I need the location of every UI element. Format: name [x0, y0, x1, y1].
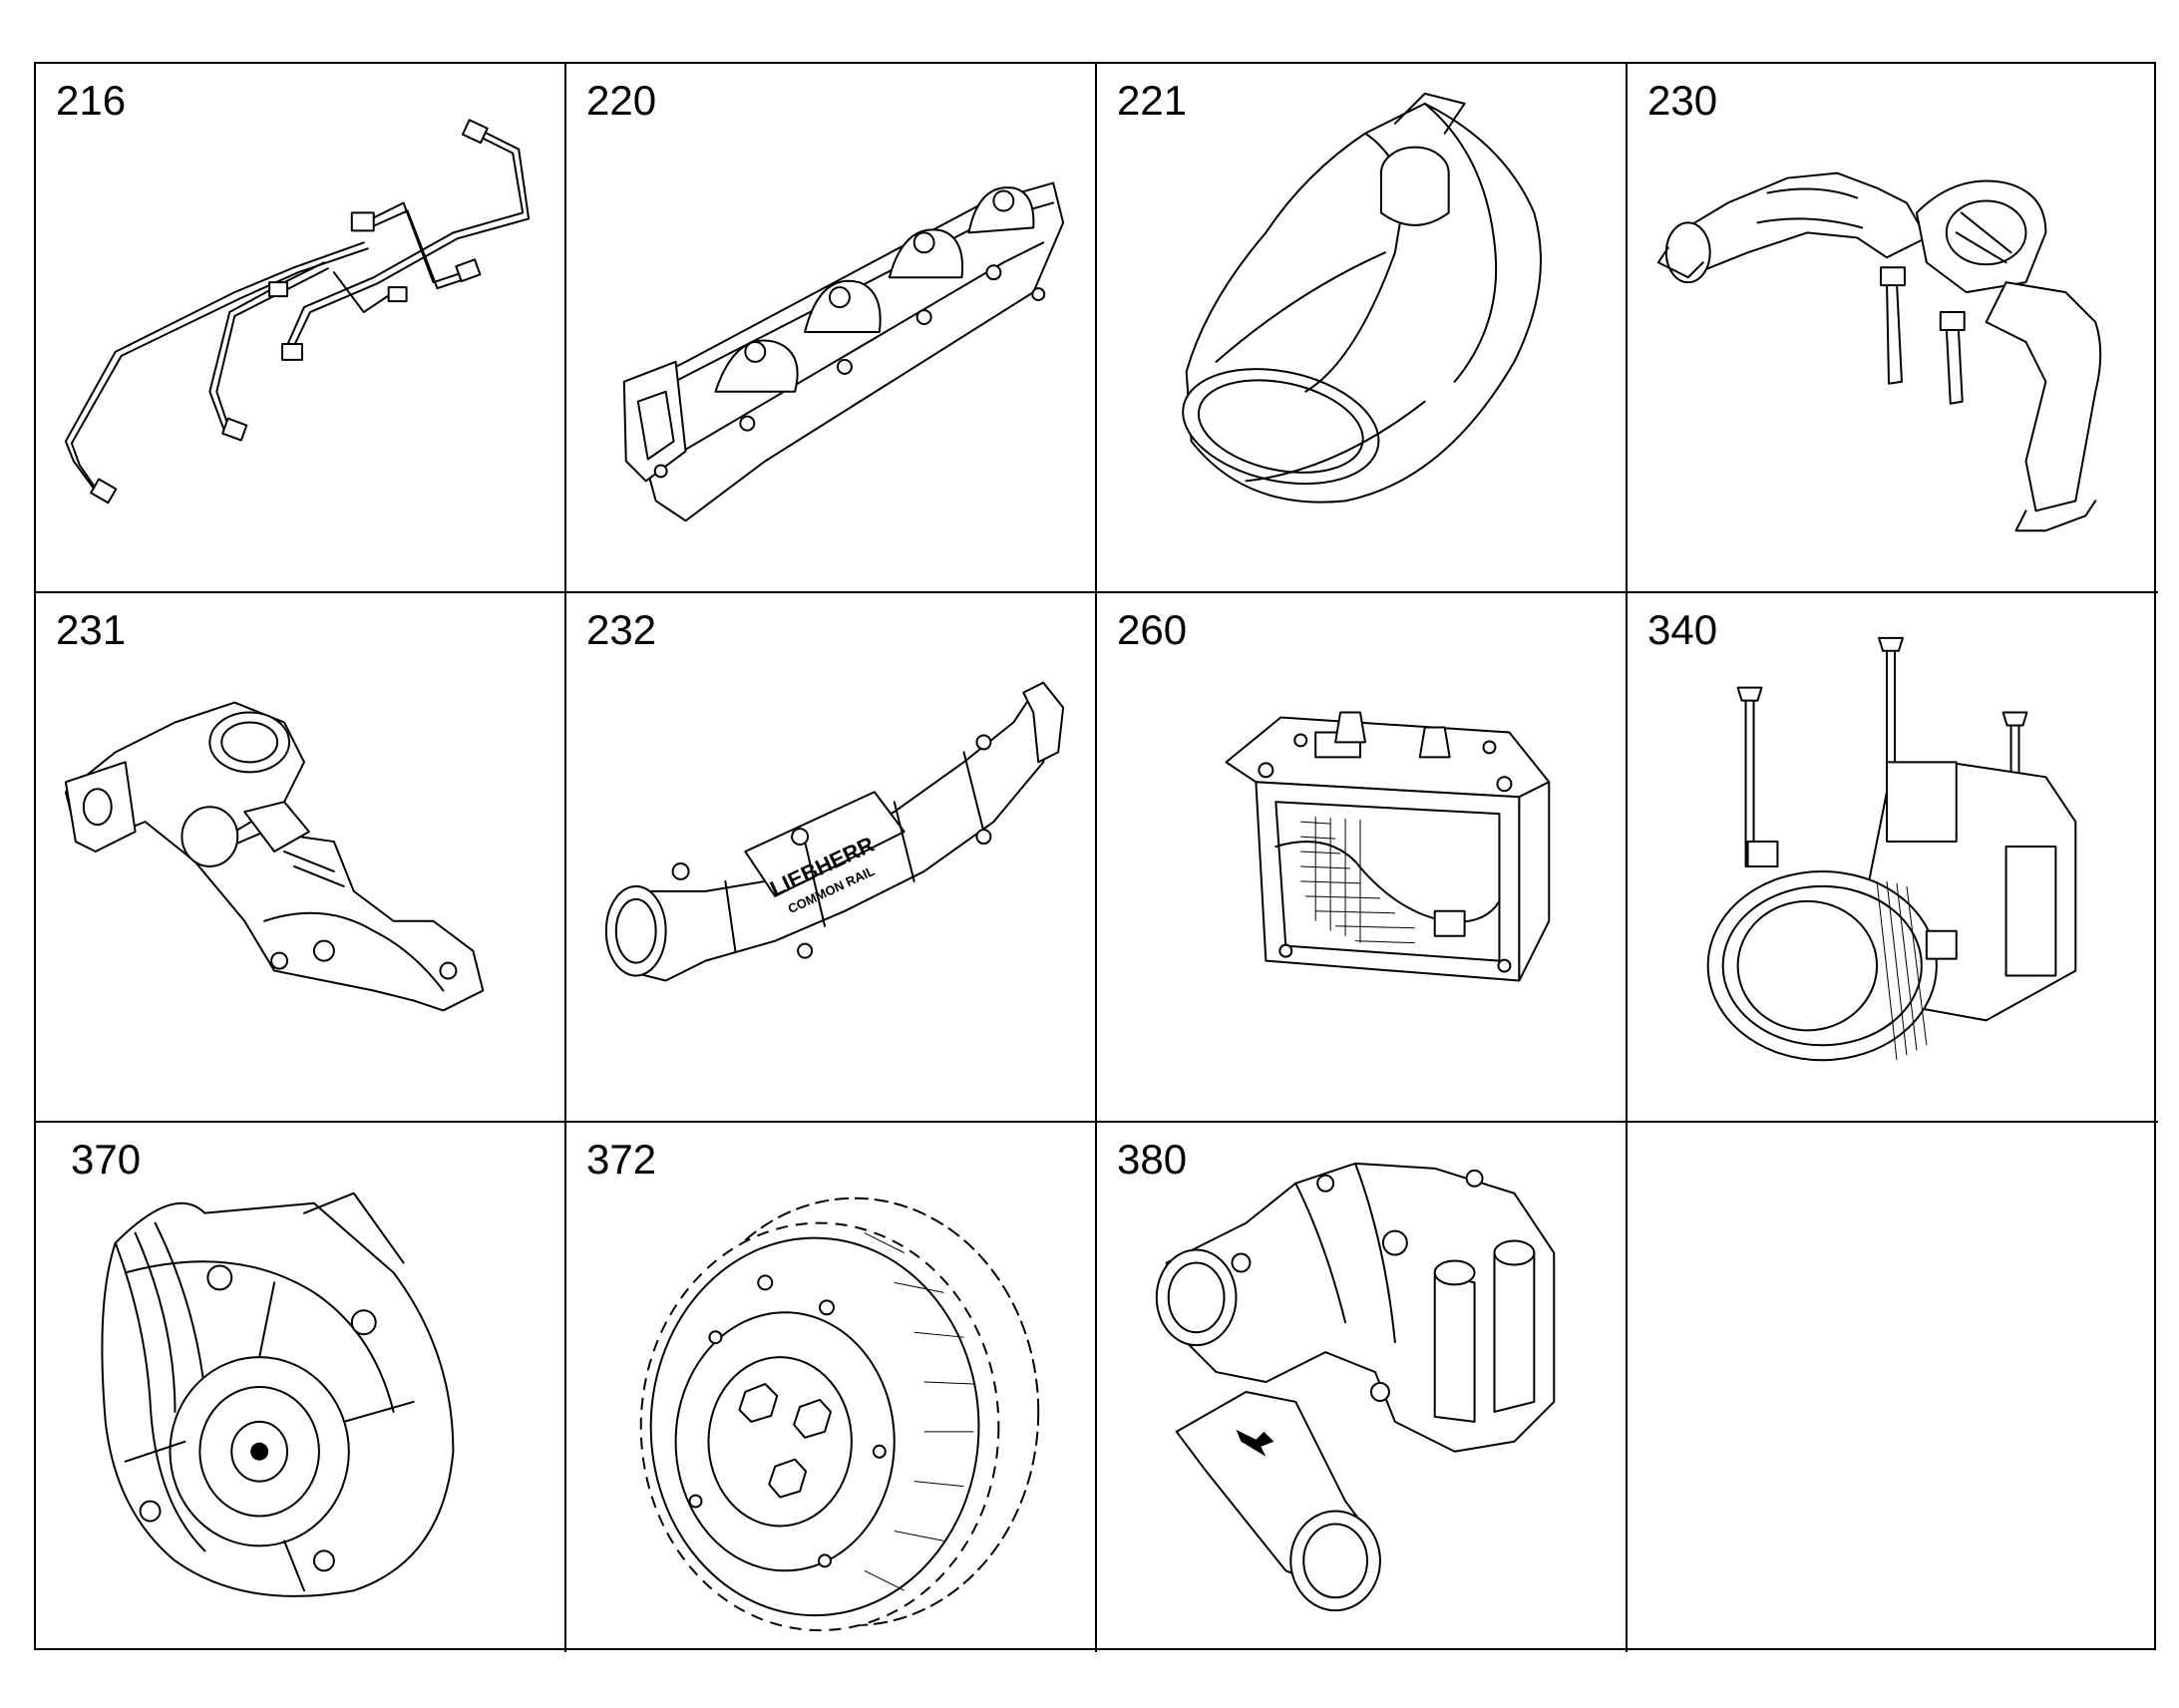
thermostat-housing-icon	[1097, 1123, 1626, 1652]
gear-icon	[566, 1123, 1095, 1652]
part-cell-216[interactable]: 216	[36, 64, 566, 593]
part-number: 221	[1117, 77, 1188, 124]
part-number: 340	[1647, 606, 1718, 653]
intake-manifold-icon	[566, 64, 1095, 591]
part-cell-340[interactable]: 340	[1628, 593, 2158, 1123]
part-cell-221[interactable]: 221	[1097, 64, 1628, 593]
part-number: 216	[56, 77, 127, 124]
part-cell-372[interactable]: 372	[566, 1123, 1097, 1652]
part-cell-380[interactable]: 380	[1097, 1123, 1628, 1652]
part-number: 231	[56, 606, 127, 653]
part-cell-220[interactable]: 220	[566, 64, 1097, 593]
part-number: 260	[1117, 606, 1188, 653]
injection-lines-icon	[36, 64, 564, 591]
part-number: 380	[1117, 1136, 1188, 1183]
part-number: 372	[586, 1136, 657, 1183]
common-rail-manifold-icon: LIEBHERR COMMON RAIL	[566, 593, 1095, 1121]
empty-cell	[1628, 1123, 2158, 1652]
part-cell-232[interactable]: 232 LIEBHERR COMMON RAIL	[566, 593, 1097, 1123]
part-cell-230[interactable]: 230	[1628, 64, 2158, 593]
part-number: 232	[586, 606, 657, 653]
part-cell-231[interactable]: 231	[36, 593, 566, 1123]
part-number: 220	[586, 77, 657, 124]
intake-elbow-icon	[1097, 64, 1626, 591]
part-cell-370[interactable]: 370	[36, 1123, 566, 1652]
part-number: 230	[1647, 77, 1718, 124]
exhaust-manifold-icon	[36, 593, 564, 1121]
exhaust-pipe-icon	[1628, 64, 2158, 591]
heater-flange-icon	[1097, 593, 1626, 1121]
part-number: 370	[71, 1136, 142, 1183]
part-cell-260[interactable]: 260	[1097, 593, 1628, 1123]
water-pump-icon	[36, 1123, 564, 1652]
compressor-icon	[1628, 593, 2158, 1121]
parts-grid: 216 220	[34, 62, 2158, 1652]
